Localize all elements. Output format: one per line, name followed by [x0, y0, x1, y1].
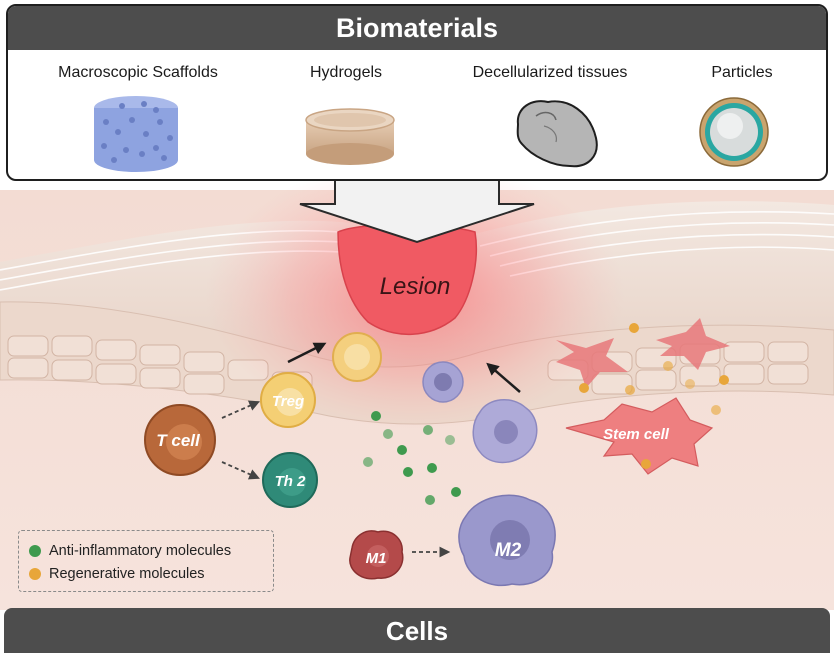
lesion-label: Lesion — [380, 273, 451, 300]
t-cell-to-treg-arrow — [221, 400, 260, 419]
orange-dot-icon — [29, 568, 41, 580]
treg-cell — [260, 372, 316, 428]
m2-cell — [458, 494, 556, 587]
macroscopic-scaffolds-label: Macroscopic Scaffolds — [58, 64, 218, 81]
m2-migration-arrow — [486, 362, 521, 393]
regenerative-molecules — [579, 323, 729, 469]
treg-label: Treg — [272, 393, 304, 410]
scaffold-icon — [94, 96, 178, 172]
anti-inflammatory-molecules — [363, 411, 461, 505]
legend-anti-inflammatory-label: Anti-inflammatory molecules — [49, 543, 232, 559]
stem-cell-label: Stem cell — [603, 426, 670, 443]
m1-label: M1 — [366, 550, 387, 567]
cells-title: Cells — [4, 608, 830, 653]
legend: Anti-inflammatory molecules Regenerative… — [18, 530, 274, 592]
m2-cell-intermediate — [472, 399, 538, 464]
decellularized-tissue-icon — [516, 100, 598, 168]
m1-cell — [349, 530, 404, 580]
legend-regenerative-label: Regenerative molecules — [49, 566, 205, 582]
t-cell-to-th2-arrow — [221, 461, 260, 480]
m2-label: M2 — [495, 540, 522, 561]
treg-migration-arrow — [287, 342, 327, 364]
t-cell — [144, 404, 216, 476]
biomaterials-title: Biomaterials — [8, 6, 826, 50]
th2-label: Th 2 — [275, 473, 306, 490]
delivery-arrow — [299, 177, 535, 244]
biomaterials-panel: Biomaterials Macroscopic Scaffolds Hydro… — [6, 4, 828, 181]
hydrogels-label: Hydrogels — [309, 64, 383, 81]
green-dot-icon — [29, 545, 41, 557]
th2-cell — [262, 452, 318, 508]
stem-cell — [565, 397, 714, 475]
particles-label: Particles — [711, 64, 773, 81]
stem-cell-small-left — [556, 338, 628, 388]
stem-cell-small-right — [656, 318, 730, 370]
decellularized-tissues-label: Decellularized tissues — [472, 64, 628, 81]
t-cell-label: T cell — [156, 431, 201, 450]
hydrogel-icon — [305, 108, 395, 165]
particle-icon — [699, 97, 769, 167]
